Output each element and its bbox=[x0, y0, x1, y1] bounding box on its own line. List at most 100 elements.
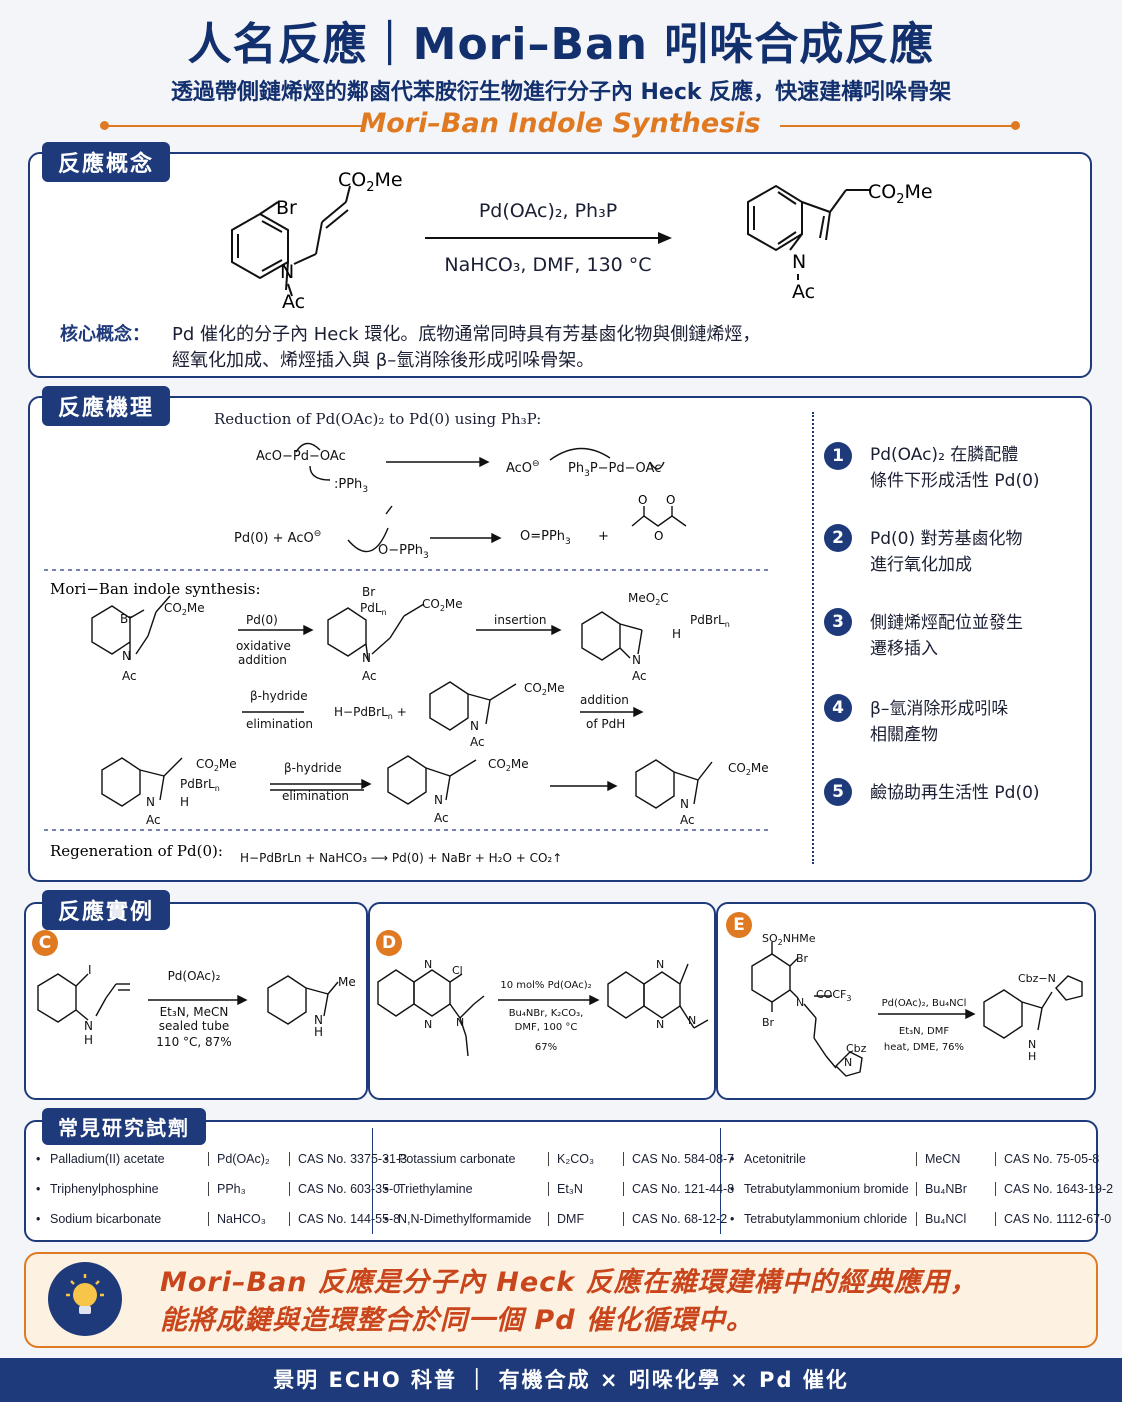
svg-text:N: N bbox=[434, 793, 443, 807]
svg-text:Ac: Ac bbox=[146, 813, 161, 827]
reagent-name: Sodium bicarbonate bbox=[50, 1212, 162, 1226]
left-dot bbox=[100, 121, 109, 130]
svg-text:H: H bbox=[672, 627, 681, 641]
svg-text:N: N bbox=[424, 958, 432, 971]
regeneration-title: Regeneration of Pd(0): bbox=[50, 842, 223, 860]
product-co2me-label: CO2Me bbox=[868, 181, 933, 207]
svg-text:110 °C, 87%: 110 °C, 87% bbox=[156, 1035, 231, 1049]
ac-label: Ac bbox=[282, 291, 305, 313]
reagent-formula: Pd(OAc)₂ bbox=[208, 1152, 289, 1166]
svg-text:N: N bbox=[470, 719, 479, 733]
reagent-name: Tetrabutylammonium chloride bbox=[744, 1212, 908, 1226]
svg-text:N: N bbox=[688, 1014, 696, 1027]
svg-text:Pd(OAc)₂, Bu₄NCl: Pd(OAc)₂, Bu₄NCl bbox=[882, 998, 967, 1009]
svg-text:COCF3: COCF3 bbox=[816, 988, 851, 1003]
reagent-top: Pd(OAc)₂, Ph₃P bbox=[478, 200, 618, 222]
svg-text:heat, DME, 76%: heat, DME, 76% bbox=[884, 1042, 964, 1053]
svg-text:oxidative: oxidative bbox=[236, 639, 291, 653]
example-e-badge: E bbox=[726, 912, 752, 938]
svg-text::PPh3: :PPh3 bbox=[334, 477, 368, 495]
reagent-formula: K₂CO₃ bbox=[548, 1152, 623, 1166]
page-title: 人名反應｜Mori–Ban 吲哚合成反應 bbox=[187, 19, 935, 70]
reagent-cas: CAS No. 121-44-8 bbox=[623, 1182, 742, 1196]
br-label: Br bbox=[276, 197, 297, 219]
mechanism-divider bbox=[812, 412, 814, 864]
step-1-number: 1 bbox=[824, 442, 852, 470]
reagent-bullet: • bbox=[36, 1212, 41, 1226]
svg-text:Ac: Ac bbox=[470, 735, 485, 749]
svg-text:elimination: elimination bbox=[246, 717, 313, 731]
svg-text:addition: addition bbox=[238, 653, 287, 667]
reagent-formula: Et₃N bbox=[548, 1182, 623, 1196]
svg-text:H: H bbox=[84, 1033, 93, 1047]
reagent-name: Acetonitrile bbox=[744, 1152, 806, 1166]
concept-panel: Br N Ac CO2Me CO2Me N Ac 反應概念 Pd(OAc)₂, … bbox=[28, 142, 1092, 378]
left-rule bbox=[108, 125, 363, 127]
concept-tag: 反應概念 bbox=[42, 142, 171, 182]
reagent-bullet: • bbox=[384, 1182, 389, 1196]
svg-text:sealed tube: sealed tube bbox=[159, 1019, 229, 1033]
footer-bar: 景明 ECHO 科普 ｜ 有機合成 × 吲哚化學 × Pd 催化 bbox=[0, 1358, 1122, 1402]
reagent-bullet: • bbox=[730, 1212, 735, 1226]
svg-text:N: N bbox=[680, 797, 689, 811]
reagent-cas: CAS No. 603-35-0 bbox=[289, 1182, 408, 1196]
svg-text:β-hydride: β-hydride bbox=[284, 761, 342, 775]
callout-text: Mori–Ban 反應是分子內 Heck 反應在雜環建構中的經典應用，能將成鍵與… bbox=[160, 1267, 978, 1336]
svg-text:PdBrLn: PdBrLn bbox=[180, 777, 220, 793]
svg-text:O: O bbox=[638, 493, 647, 507]
svg-text:β-hydride: β-hydride bbox=[250, 689, 308, 703]
svg-text:CO2Me: CO2Me bbox=[488, 757, 529, 773]
svg-text:67%: 67% bbox=[535, 1042, 557, 1053]
svg-text:insertion: insertion bbox=[494, 613, 547, 627]
svg-text:of PdH: of PdH bbox=[586, 717, 625, 731]
svg-text:CO2Me: CO2Me bbox=[728, 761, 769, 777]
svg-text:Pd(0) + AcO⊖: Pd(0) + AcO⊖ bbox=[234, 529, 321, 546]
reagent-cas: CAS No. 1112-67-0 bbox=[995, 1212, 1114, 1226]
svg-text:H: H bbox=[1028, 1050, 1036, 1063]
reagent-bullet: • bbox=[36, 1152, 41, 1166]
svg-text:N: N bbox=[146, 795, 155, 809]
svg-text:PdBrLn: PdBrLn bbox=[690, 613, 730, 629]
concept-scheme: Br N Ac CO2Me CO2Me N Ac bbox=[231, 169, 933, 313]
svg-text:AcO−Pd−OAc: AcO−Pd−OAc bbox=[256, 449, 346, 464]
reagent-bullet: • bbox=[384, 1212, 389, 1226]
svg-text:H−PdBrLn +: H−PdBrLn + bbox=[334, 705, 407, 721]
svg-text:H: H bbox=[314, 1025, 323, 1039]
right-dot bbox=[1011, 121, 1020, 130]
svg-text:CO2Me: CO2Me bbox=[196, 757, 237, 773]
step-5-text: 鹼協助再生活性 Pd(0) bbox=[870, 783, 1040, 803]
svg-text:Et₃N, DMF: Et₃N, DMF bbox=[899, 1026, 949, 1037]
step-1-text: Pd(OAc)₂ 在膦配體條件下形成活性 Pd(0) bbox=[870, 445, 1040, 491]
svg-text:O=PPh3: O=PPh3 bbox=[520, 529, 571, 547]
product-ac-label: Ac bbox=[792, 281, 815, 303]
svg-text:Bu₄NBr, K₂CO₃,: Bu₄NBr, K₂CO₃, bbox=[509, 1008, 584, 1019]
svg-text:Br: Br bbox=[796, 952, 809, 965]
core-concept-label: 核心概念： bbox=[60, 324, 150, 345]
reagent-cas: CAS No. 1643-19-2 bbox=[995, 1182, 1114, 1196]
svg-text:Cl: Cl bbox=[452, 964, 463, 977]
reagent-bottom: NaHCO₃, DMF, 130 °C bbox=[444, 254, 652, 276]
key-takeaway-callout: Mori–Ban 反應是分子內 Heck 反應在雜環建構中的經典應用，能將成鍵與… bbox=[24, 1252, 1098, 1348]
english-title-row: Mori–Ban Indole Synthesis bbox=[100, 108, 1020, 142]
lightbulb-icon bbox=[48, 1262, 122, 1336]
english-title: Mori–Ban Indole Synthesis bbox=[359, 108, 761, 139]
svg-text:SO2NHMe: SO2NHMe bbox=[762, 932, 816, 947]
reagent-formula: DMF bbox=[548, 1212, 623, 1226]
n-label: N bbox=[280, 261, 294, 283]
svg-text:N: N bbox=[362, 651, 371, 665]
reagent-cas: CAS No. 144-55-8 bbox=[289, 1212, 408, 1226]
reagent-formula: Bu₄NBr bbox=[916, 1182, 995, 1196]
mechanism-scheme: AcO−Pd−OAc :PPh3 AcO⊖ Ph3P−Pd−OAc Pd(0) … bbox=[44, 442, 772, 865]
example-c-badge: C bbox=[32, 930, 58, 956]
svg-text:N: N bbox=[656, 958, 664, 971]
svg-text:Cbz−N: Cbz−N bbox=[1018, 972, 1056, 985]
reagent-name: Palladium(II) acetate bbox=[50, 1152, 165, 1166]
examples-tag: 反應實例 bbox=[42, 890, 171, 930]
svg-text:CO2Me: CO2Me bbox=[422, 597, 463, 613]
